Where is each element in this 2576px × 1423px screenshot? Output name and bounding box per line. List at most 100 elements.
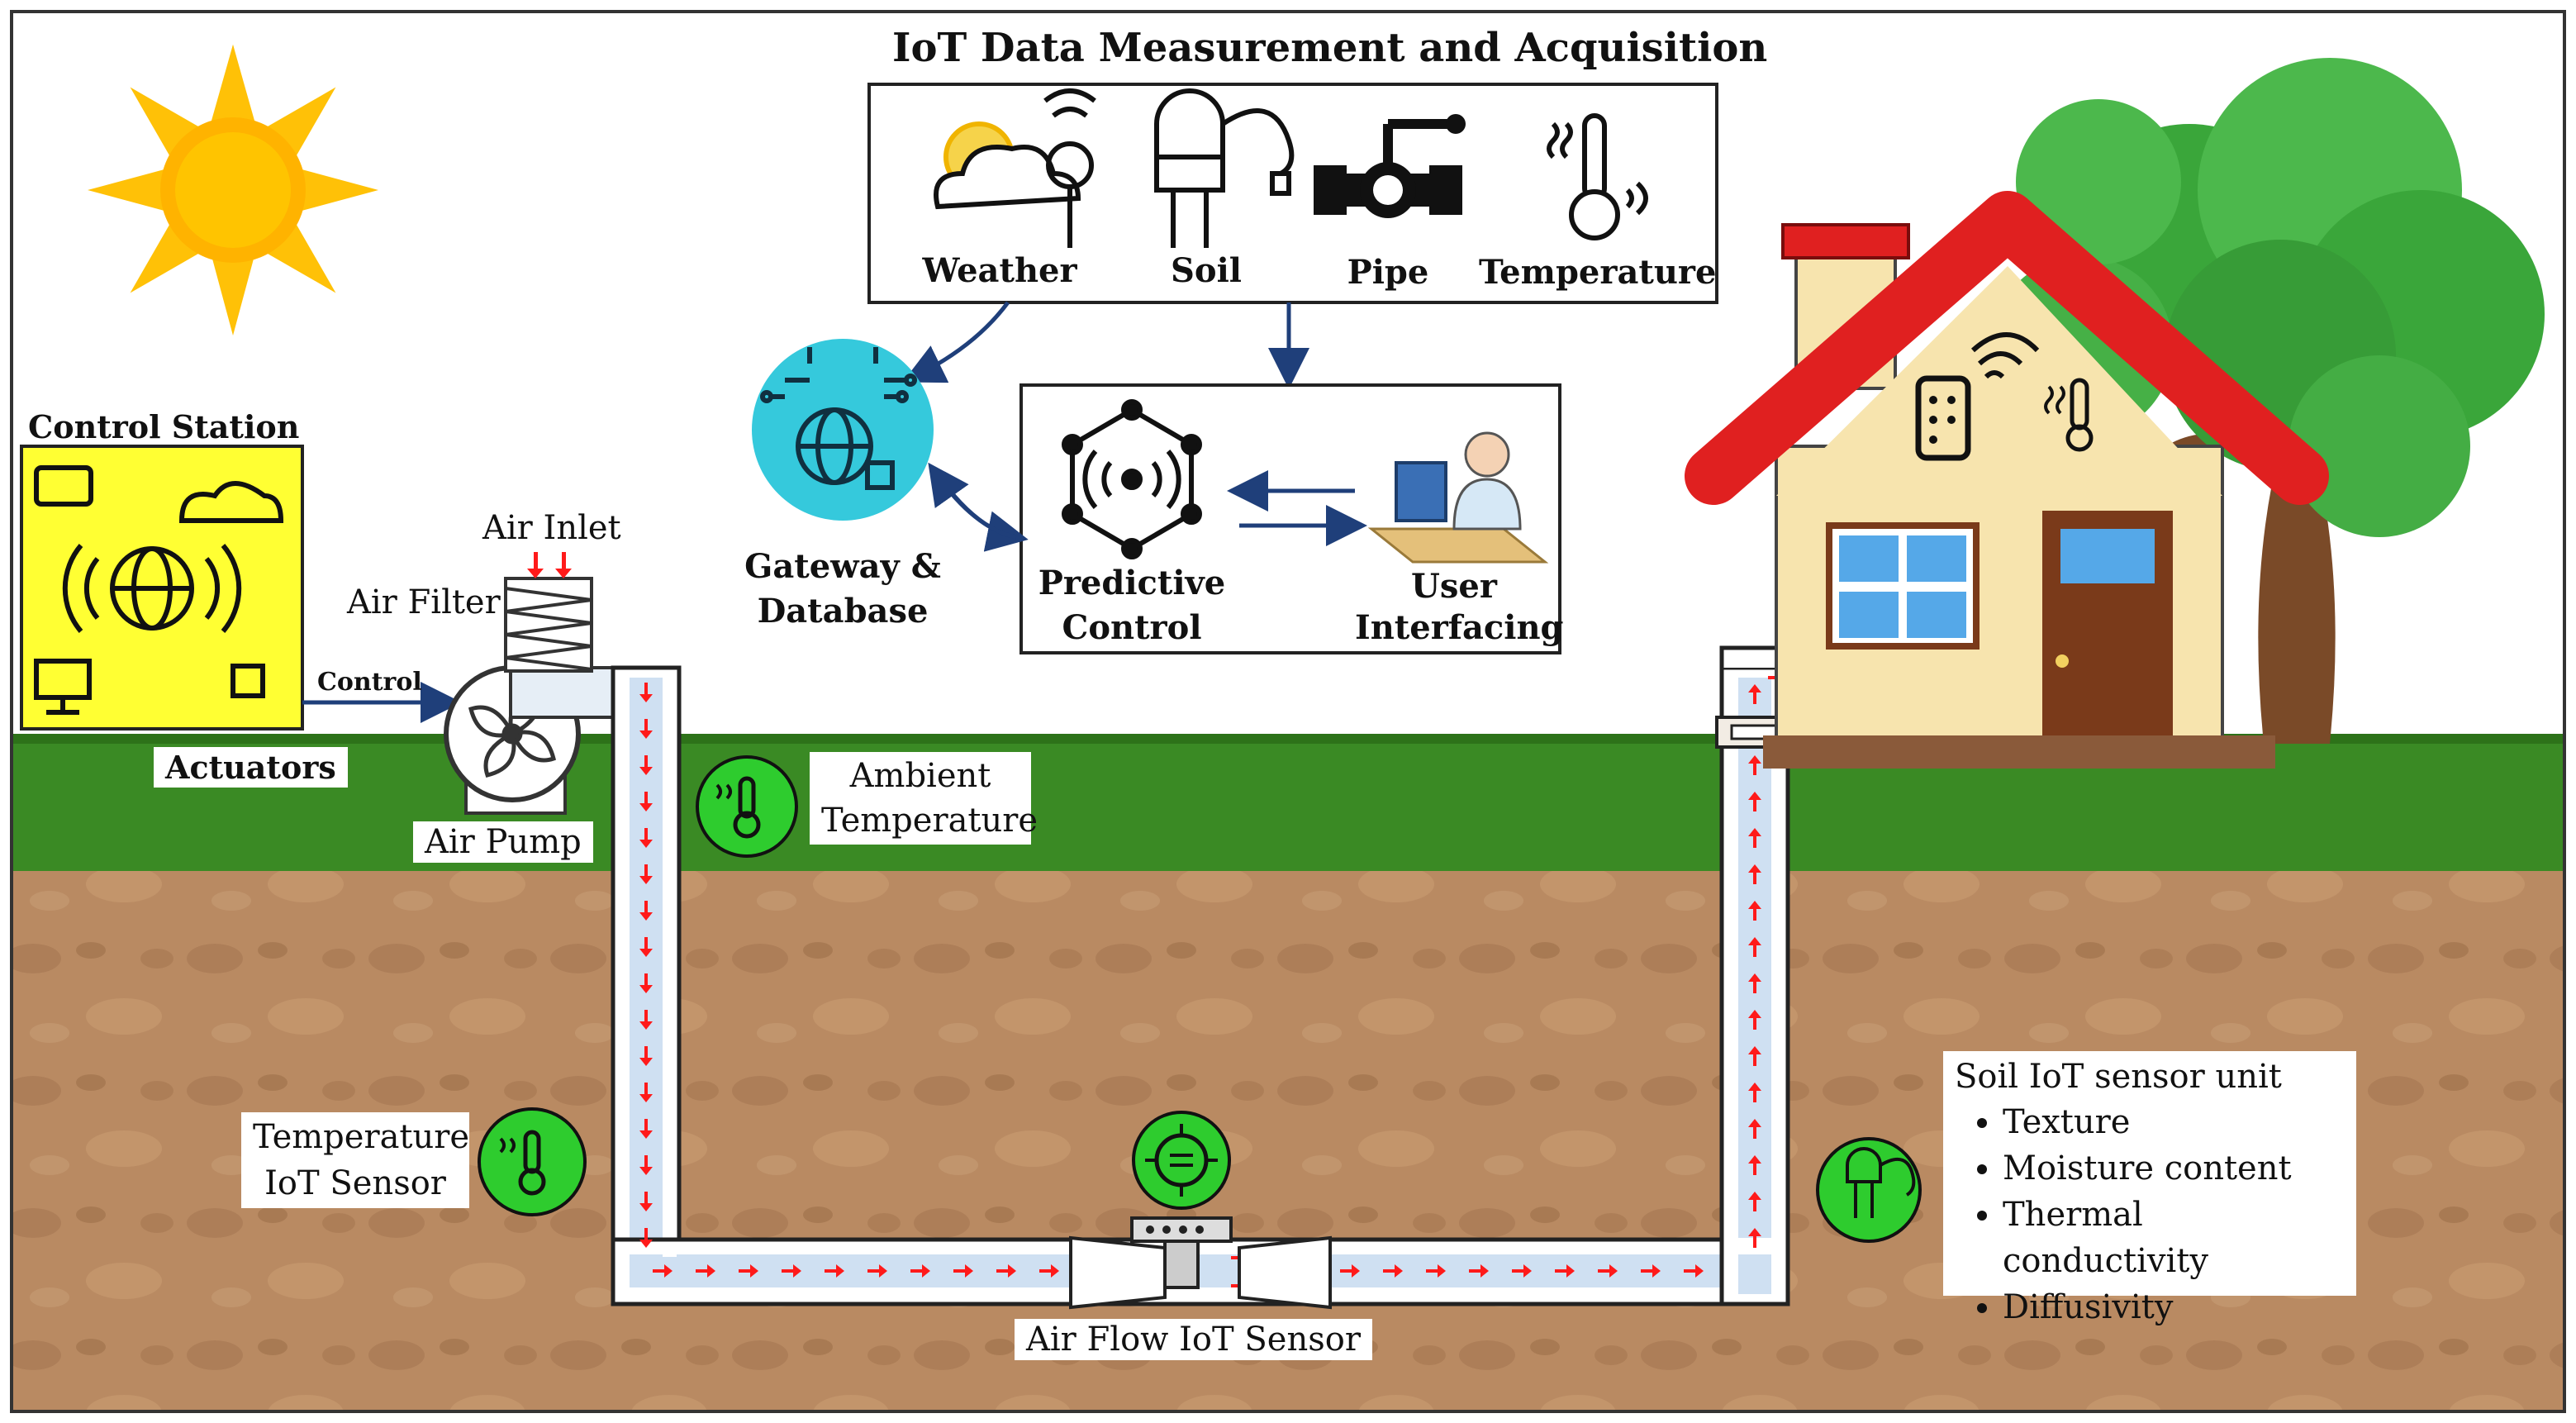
soil-probe-icon — [1154, 88, 1295, 248]
gateway-database-icon — [752, 339, 934, 521]
flow-arrow-icon — [639, 901, 653, 921]
soil-sensor-unit-list: Soil IoT sensor unit Texture Moisture co… — [1943, 1051, 2356, 1326]
sensor-label-weather: Weather — [922, 251, 1077, 290]
user-interfacing-icon — [1367, 431, 1549, 564]
air-inlet-arrows — [527, 552, 572, 578]
flow-arrow-icon — [1748, 792, 1761, 811]
flow-arrow-icon — [1748, 973, 1761, 993]
air-flow-arrows — [639, 671, 1788, 1292]
flow-arrow-icon — [1748, 937, 1761, 957]
flow-arrow-icon — [639, 1083, 653, 1102]
air-pump-icon — [444, 665, 621, 815]
flow-arrow-icon — [639, 1155, 653, 1175]
soil-unit-item: Texture — [2003, 1099, 2345, 1145]
flow-arrow-icon — [639, 719, 653, 739]
flow-arrow-icon — [1469, 1264, 1489, 1278]
flow-arrow-icon — [639, 937, 653, 957]
control-station-icon — [34, 465, 284, 715]
predictive-label-1: Predictive — [1038, 564, 1226, 602]
flow-arrow-icon — [739, 1264, 758, 1278]
house-icon — [1685, 191, 2329, 769]
flow-arrow-icon — [1748, 1192, 1761, 1211]
flow-arrow-icon — [1684, 1264, 1704, 1278]
flow-arrow-icon — [653, 1264, 673, 1278]
gateway-label-2: Database — [757, 592, 929, 631]
flow-arrow-icon — [1748, 1228, 1761, 1248]
ambient-temperature-label: Ambient Temperature — [810, 752, 1038, 845]
soil-unit-items: Texture Moisture content Thermal conduct… — [1955, 1099, 2345, 1330]
sun-icon — [88, 45, 378, 336]
flow-arrow-icon — [1748, 901, 1761, 921]
flow-arrow-icon — [825, 1264, 844, 1278]
flow-arrow-icon — [1748, 1119, 1761, 1139]
soil-sensor-unit-icon — [1816, 1137, 1922, 1243]
ambient-temperature-sensor-icon — [696, 755, 798, 858]
weather-sensor-icon — [934, 88, 1096, 248]
control-label: Control — [317, 668, 422, 697]
predictive-control-icon — [1062, 399, 1202, 559]
sensor-label-temperature: Temperature — [1479, 253, 1717, 292]
flow-arrow-icon — [1598, 1264, 1618, 1278]
flow-arrow-icon — [1426, 1264, 1446, 1278]
sensor-label-pipe: Pipe — [1347, 253, 1429, 292]
flow-arrow-icon — [639, 1192, 653, 1211]
temperature-iot-sensor-icon — [478, 1107, 587, 1216]
air-filter-icon — [504, 577, 593, 673]
flow-arrow-icon — [1641, 1264, 1661, 1278]
flow-arrow-icon — [639, 1119, 653, 1139]
flow-arrow-icon — [1512, 1264, 1532, 1278]
flow-arrow-icon — [1748, 755, 1761, 775]
gateway-label-1: Gateway & — [744, 547, 941, 586]
flow-arrow-icon — [639, 755, 653, 775]
flow-arrow-icon — [639, 1046, 653, 1066]
flow-arrow-icon — [1748, 684, 1761, 704]
flow-arrow-icon — [696, 1264, 715, 1278]
ambient-label-1: Ambient — [849, 757, 991, 795]
flow-arrow-icon — [996, 1264, 1016, 1278]
temp-sensor-label-1: Temperature — [253, 1118, 470, 1156]
control-station-title: Control Station — [28, 408, 300, 445]
flow-arrow-icon — [639, 973, 653, 993]
flow-arrow-icon — [639, 792, 653, 811]
flow-arrow-icon — [910, 1264, 930, 1278]
air-pump-label: Air Pump — [413, 821, 593, 863]
flow-arrow-icon — [639, 683, 653, 702]
user-label-1: User — [1411, 567, 1497, 606]
flow-arrow-icon — [1748, 1155, 1761, 1175]
flow-arrow-icon — [782, 1264, 801, 1278]
air-flow-sensor-icon — [1069, 1216, 1332, 1310]
page-title: IoT Data Measurement and Acquisition — [892, 25, 1768, 71]
flow-arrow-icon — [1039, 1264, 1059, 1278]
flow-arrow-icon — [1748, 1083, 1761, 1102]
air-inlet-label: Air Inlet — [482, 509, 621, 547]
soil-unit-item: Diffusivity — [2003, 1284, 2345, 1330]
soil-unit-title: Soil IoT sensor unit — [1955, 1058, 2282, 1096]
user-label-2: Interfacing — [1355, 608, 1564, 647]
sensor-label-soil: Soil — [1171, 251, 1242, 290]
pipe-valve-icon — [1314, 114, 1466, 218]
ambient-label-2: Temperature — [821, 802, 1038, 840]
temperature-iot-sensor-label: Temperature IoT Sensor — [241, 1112, 469, 1208]
flow-arrow-icon — [1748, 864, 1761, 884]
air-filter-label: Air Filter — [347, 583, 501, 621]
predictive-label-2: Control — [1062, 608, 1202, 647]
temp-sensor-label-2: IoT Sensor — [264, 1164, 446, 1202]
soil-unit-item: Thermal conductivity — [2003, 1192, 2345, 1284]
flow-arrow-icon — [1748, 1010, 1761, 1030]
flow-arrow-icon — [639, 1228, 653, 1248]
flow-arrow-icon — [1748, 828, 1761, 848]
flow-arrow-icon — [1383, 1264, 1403, 1278]
air-flow-sensor-label: Air Flow IoT Sensor — [1015, 1319, 1372, 1360]
thermometer-icon — [1547, 113, 1648, 240]
arrow-sensors-to-gateway — [902, 301, 1010, 383]
soil-unit-item: Moisture content — [2003, 1145, 2345, 1192]
actuators-label: Actuators — [154, 747, 348, 788]
frame-border — [10, 10, 2566, 1413]
flow-arrow-icon — [953, 1264, 973, 1278]
flow-arrow-icon — [1555, 1264, 1575, 1278]
flow-arrow-icon — [867, 1264, 887, 1278]
flow-arrow-icon — [639, 1010, 653, 1030]
flow-arrow-icon — [639, 828, 653, 848]
flow-arrow-icon — [1748, 1046, 1761, 1066]
